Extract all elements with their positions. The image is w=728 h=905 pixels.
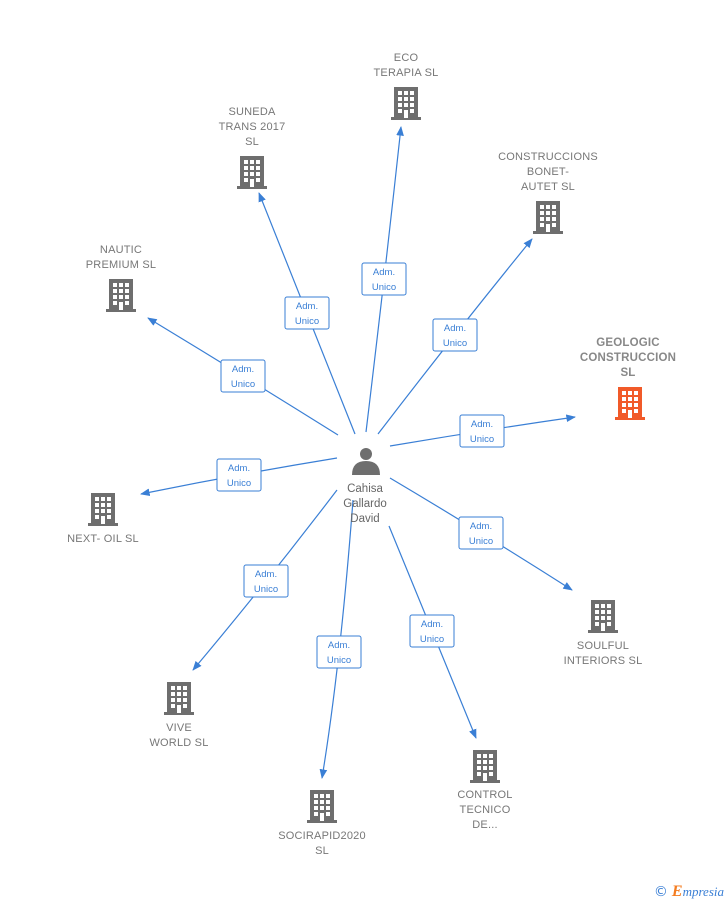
- company-node-eco-terapia[interactable]: ECO TERAPIA SL: [374, 52, 439, 120]
- company-node-nautic-premium[interactable]: NAUTIC PREMIUM SL: [86, 244, 156, 312]
- company-node-construccions-bonet[interactable]: CONSTRUCCIONS BONET- AUTET SL: [498, 151, 598, 234]
- edge-label-socirapid2020[interactable]: Adm. Unico: [316, 635, 362, 669]
- company-node-geologic-construccion[interactable]: GEOLOGIC CONSTRUCCION SL: [580, 337, 676, 420]
- building-icon: [470, 750, 500, 783]
- building-icon: [391, 87, 421, 120]
- edge-label-line-0: Adm.: [232, 364, 254, 375]
- company-label-line-1: SL: [315, 845, 329, 857]
- company-label-line-0: ECO: [394, 52, 419, 64]
- person-label-line-0: Cahisa: [347, 483, 383, 495]
- edge-label-line-1: Unico: [327, 655, 351, 666]
- edge-label-line-1: Unico: [295, 316, 319, 327]
- company-label-line-1: TRANS 2017: [219, 121, 286, 133]
- building-icon: [533, 201, 563, 234]
- company-node-control-tecnico[interactable]: CONTROL TECNICO DE...: [457, 750, 512, 831]
- building-icon: [88, 493, 118, 526]
- company-label-line-0: VIVE: [166, 722, 192, 734]
- company-label-line-1: INTERIORS SL: [564, 655, 643, 667]
- edge-label-next-oil[interactable]: Adm. Unico: [216, 458, 262, 492]
- brand-initial: E: [671, 883, 683, 900]
- edge-label-line-0: Adm.: [444, 323, 466, 334]
- copyright-symbol: ©: [653, 884, 668, 900]
- edge-label-vive-world[interactable]: Adm. Unico: [243, 564, 289, 598]
- edge-label-line-0: Adm.: [228, 463, 250, 474]
- edge-label-box: [284, 296, 330, 330]
- company-label-line-1: BONET-: [527, 166, 569, 178]
- company-label-line-0: NAUTIC: [100, 244, 142, 256]
- edge-label-box: [458, 516, 504, 550]
- edge-label-line-1: Unico: [469, 536, 493, 547]
- building-icon: [164, 682, 194, 715]
- edge-label-line-0: Adm.: [296, 301, 318, 312]
- edge-label-suneda-trans[interactable]: Adm. Unico: [284, 296, 330, 330]
- person-icon: [360, 448, 372, 460]
- building-icon: [106, 279, 136, 312]
- building-icon: [615, 387, 645, 420]
- edge-label-line-1: Unico: [443, 338, 467, 349]
- company-node-soulful-interiors[interactable]: SOULFUL INTERIORS SL: [564, 600, 643, 667]
- edge-label-box: [361, 262, 407, 296]
- edge-label-box: [220, 359, 266, 393]
- edge-label-box: [316, 635, 362, 669]
- edge-label-construccions-bonet[interactable]: Adm. Unico: [432, 318, 478, 352]
- company-label-line-1: CONSTRUCCION: [580, 352, 676, 364]
- edge-label-line-1: Unico: [372, 282, 396, 293]
- company-label-line-2: SL: [245, 136, 259, 148]
- edge-label-line-0: Adm.: [470, 521, 492, 532]
- company-label-line-0: SUNEDA: [228, 106, 276, 118]
- edge-label-line-1: Unico: [254, 584, 278, 595]
- edge-label-line-0: Adm.: [421, 619, 443, 630]
- building-icon: [307, 790, 337, 823]
- company-label-line-0: GEOLOGIC: [596, 337, 660, 349]
- edge-label-line-0: Adm.: [471, 419, 493, 430]
- company-label-line-1: PREMIUM SL: [86, 259, 156, 271]
- edge-label-line-1: Unico: [470, 434, 494, 445]
- edge-label-control-tecnico[interactable]: Adm. Unico: [409, 614, 455, 648]
- person-label-line-1: Gallardo: [343, 498, 386, 510]
- edge-label-geologic-construccion[interactable]: Adm. Unico: [459, 414, 505, 448]
- edge-label-box: [432, 318, 478, 352]
- edge-label-line-0: Adm.: [328, 640, 350, 651]
- company-label-line-1: WORLD SL: [149, 737, 208, 749]
- edge-label-box: [216, 458, 262, 492]
- company-label-line-1: TERAPIA SL: [374, 67, 439, 79]
- brand-name: mpresia: [682, 884, 724, 899]
- edge-label-nautic-premium[interactable]: Adm. Unico: [220, 359, 266, 393]
- company-node-vive-world[interactable]: VIVE WORLD SL: [149, 682, 208, 749]
- company-label-line-0: NEXT- OIL SL: [67, 533, 139, 545]
- company-label-line-1: TECNICO: [460, 804, 511, 816]
- company-label-line-0: SOCIRAPID2020: [278, 830, 366, 842]
- company-label-line-0: SOULFUL: [577, 640, 629, 652]
- company-label-line-2: SL: [620, 367, 635, 379]
- company-label-line-0: CONSTRUCCIONS: [498, 151, 598, 163]
- edge-label-soulful-interiors[interactable]: Adm. Unico: [458, 516, 504, 550]
- company-label-line-0: CONTROL: [457, 789, 512, 801]
- edge-label-eco-terapia[interactable]: Adm. Unico: [361, 262, 407, 296]
- edge-label-line-0: Adm.: [255, 569, 277, 580]
- edge-label-line-1: Unico: [227, 478, 251, 489]
- edges-layer: Adm.UnicoAdm.UnicoAdm.UnicoAdm.UnicoAdm.…: [140, 126, 576, 779]
- edge-label-line-1: Unico: [420, 634, 444, 645]
- person-label-line-2: David: [350, 513, 379, 525]
- edge-label-box: [409, 614, 455, 648]
- person-icon-body: [352, 461, 380, 475]
- company-label-line-2: DE...: [472, 819, 497, 831]
- edge-label-box: [459, 414, 505, 448]
- company-label-line-2: AUTET SL: [521, 181, 575, 193]
- edge-label-line-1: Unico: [231, 379, 255, 390]
- company-node-next-oil[interactable]: NEXT- OIL SL: [67, 493, 139, 545]
- building-icon: [588, 600, 618, 633]
- building-icon: [237, 156, 267, 189]
- edge-label-box: [243, 564, 289, 598]
- edge-label-line-0: Adm.: [373, 267, 395, 278]
